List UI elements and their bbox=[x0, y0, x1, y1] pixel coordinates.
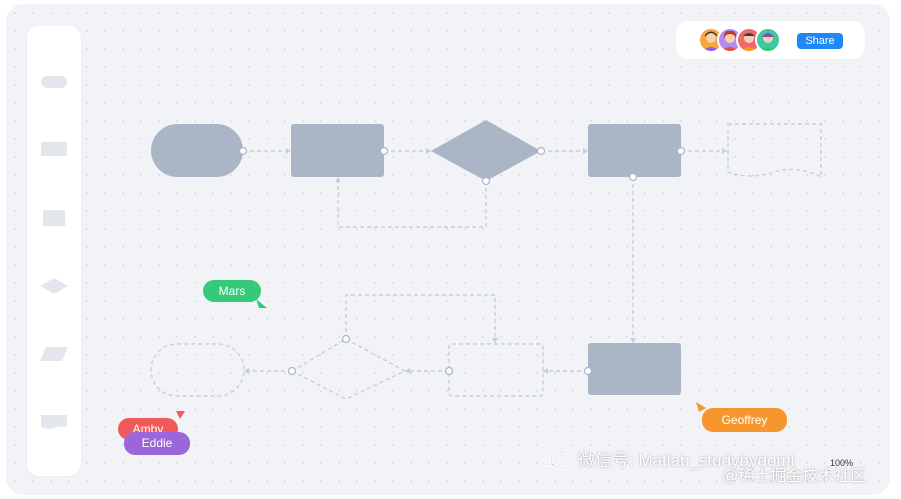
mars-cursor-pointer bbox=[256, 299, 267, 308]
process-shape bbox=[291, 124, 384, 177]
wechat-icon bbox=[535, 443, 575, 470]
subprocess-shape-tool[interactable] bbox=[40, 210, 68, 226]
ghost-terminator-shape bbox=[150, 343, 245, 397]
process-shape-3 bbox=[588, 343, 681, 395]
watermark-site: @稀土掘金技术社区 bbox=[722, 468, 867, 485]
collaboration-bar: Share bbox=[676, 21, 865, 59]
user-avatar-4[interactable] bbox=[755, 27, 781, 53]
document-icon bbox=[41, 415, 67, 429]
ghost-decision-shape bbox=[290, 338, 407, 400]
watermark-wechat-id: 微信号: Matlab_studybydomi bbox=[578, 451, 795, 470]
cursor-label-eddie: Eddie bbox=[124, 432, 190, 455]
amby-cursor-pointer bbox=[176, 411, 185, 419]
shape-toolbar bbox=[27, 26, 81, 476]
process-shape-2 bbox=[588, 124, 681, 177]
square-icon bbox=[43, 210, 65, 226]
whiteboard-canvas[interactable] bbox=[6, 4, 890, 495]
rounded-rect-icon bbox=[41, 76, 67, 88]
zoom-level[interactable]: 100% bbox=[830, 458, 854, 468]
diamond-icon bbox=[40, 278, 68, 294]
decision-shape bbox=[431, 120, 541, 181]
ghost-document-shape bbox=[727, 123, 822, 179]
decision-shape-tool[interactable] bbox=[40, 278, 68, 294]
connector-loop-bottom bbox=[345, 294, 496, 343]
process-shape-tool[interactable] bbox=[40, 141, 68, 157]
connector-loop-top bbox=[337, 177, 487, 228]
cursor-label-geoffrey: Geoffrey bbox=[702, 408, 787, 432]
ghost-process-shape bbox=[448, 343, 544, 397]
rectangle-icon bbox=[41, 142, 67, 156]
terminator-shape bbox=[151, 124, 243, 177]
share-button[interactable]: Share bbox=[797, 33, 843, 49]
document-shape-tool[interactable] bbox=[40, 414, 68, 430]
parallelogram-icon bbox=[40, 347, 68, 361]
terminator-shape-tool[interactable] bbox=[40, 74, 68, 90]
geoffrey-cursor-pointer bbox=[696, 402, 706, 412]
cursor-label-mars: Mars bbox=[203, 280, 261, 302]
data-shape-tool[interactable] bbox=[40, 346, 68, 362]
